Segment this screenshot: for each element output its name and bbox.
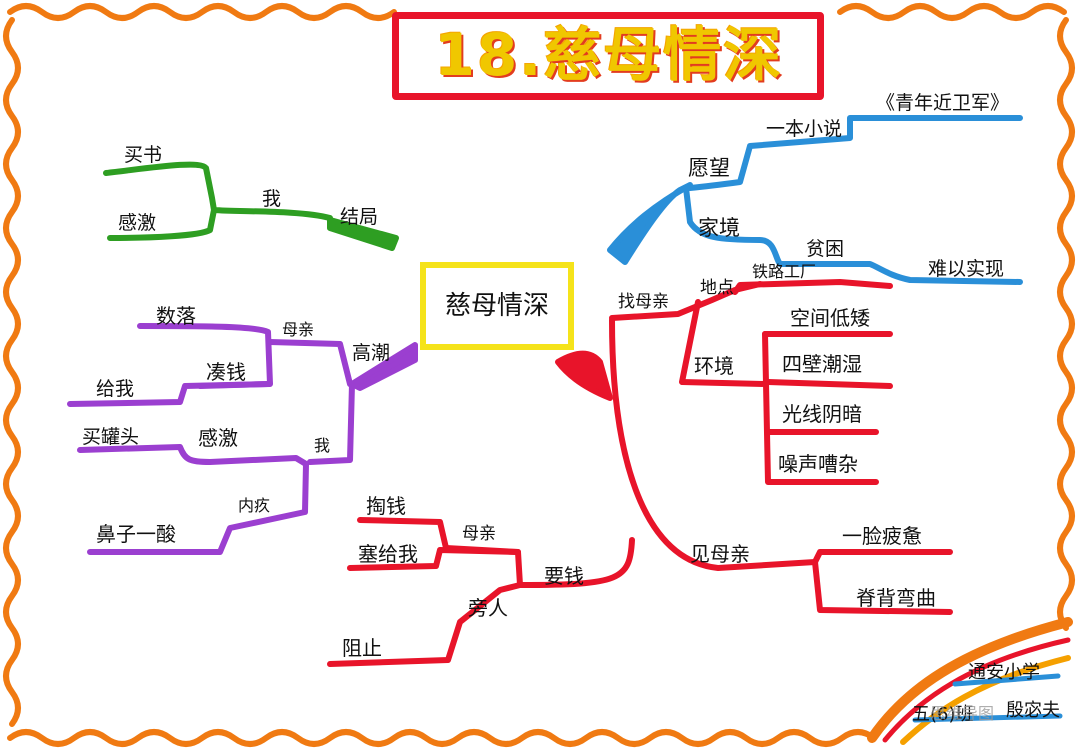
purple-node-climax: 高潮: [352, 342, 391, 364]
page-title: 18.慈母情深: [434, 21, 784, 89]
red-leaf-env-1: 四壁潮湿: [782, 352, 862, 376]
red-node-find-mother: 找母亲: [618, 292, 669, 312]
purple-leaf-buy-can: 买罐头: [82, 426, 140, 448]
red-node-ask-mother: 母亲: [462, 524, 496, 544]
red-leaf-env-0: 空间低矮: [790, 306, 870, 330]
purple-leaf-grateful: 感激: [198, 426, 238, 450]
red-node-ask-money: 要钱: [544, 564, 584, 588]
signature-school: 通安小学: [968, 662, 1040, 683]
red-leaf-see-0: 一脸疲惫: [842, 524, 922, 548]
red-leaf-take-out-money: 掏钱: [366, 494, 406, 518]
purple-leaf-guilt: 内疚: [238, 496, 271, 515]
red-leaf-see-1: 脊背弯曲: [856, 586, 936, 610]
blue-node-book: 《青年近卫军》: [876, 92, 1010, 114]
blue-node-novel: 一本小说: [766, 118, 843, 140]
watermark: 思维导图: [930, 704, 995, 723]
red-branch: [327, 279, 953, 667]
red-leaf-env-3: 噪声嘈杂: [778, 452, 858, 476]
blue-node-wish: 愿望: [688, 156, 730, 180]
red-node-place: 地点: [700, 278, 734, 298]
center-topic: 慈母情深: [444, 291, 549, 321]
red-node-environment: 环境: [694, 354, 734, 378]
purple-node-me: 我: [314, 436, 331, 455]
title-frame: [392, 12, 824, 100]
red-node-see-mother: 见母亲: [690, 542, 750, 566]
green-leaf-buy-book: 买书: [124, 144, 163, 166]
purple-leaf-collect: 凑钱: [206, 360, 246, 384]
green-node-ending: 结局: [340, 206, 379, 228]
blue-node-poor: 贫困: [806, 238, 845, 260]
red-leaf-stop: 阻止: [342, 636, 382, 660]
green-node-me: 我: [262, 188, 282, 210]
blue-branch: [607, 115, 1023, 285]
blue-node-hard: 难以实现: [928, 258, 1005, 280]
red-leaf-factory: 铁路工厂: [752, 262, 817, 281]
purple-leaf-give: 给我: [96, 378, 135, 400]
signature-name: 殷宓夫: [1006, 700, 1060, 721]
green-branch: [103, 161, 399, 251]
red-node-others: 旁人: [468, 596, 508, 620]
green-leaf-grateful: 感激: [118, 212, 157, 234]
red-leaf-give-me: 塞给我: [358, 542, 418, 566]
center-topic-frame: [420, 262, 574, 350]
orange-wavy-border: [3, 3, 1075, 747]
purple-node-mother: 母亲: [282, 320, 315, 339]
purple-leaf-nose: 鼻子一酸: [96, 522, 176, 546]
red-leaf-env-2: 光线阴暗: [782, 402, 862, 426]
purple-leaf-scold: 数落: [156, 304, 196, 328]
purple-branch: [67, 323, 418, 555]
blue-node-family: 家境: [698, 216, 740, 240]
signature-class: 五(6)班: [912, 704, 974, 725]
corner-stripes: [867, 617, 1073, 745]
